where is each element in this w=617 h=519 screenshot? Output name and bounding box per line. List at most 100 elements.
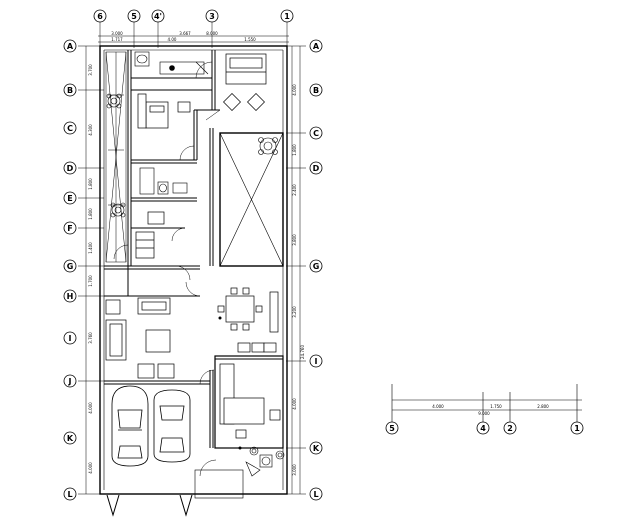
car-icon-2	[153, 389, 191, 463]
plant-icon-2	[110, 202, 126, 218]
grid-bubble-I-right: I	[309, 354, 323, 368]
bedroom-2-furniture	[137, 93, 191, 129]
svg-text:K: K	[313, 444, 320, 453]
svg-text:G: G	[67, 262, 74, 271]
desk-chair-icon	[177, 101, 191, 113]
grid-bubble-L-left: L	[63, 487, 77, 501]
svg-text:3.000: 3.000	[111, 31, 123, 36]
svg-text:2.800: 2.800	[537, 404, 549, 409]
svg-text:4.300: 4.300	[88, 124, 93, 136]
svg-text:F: F	[67, 224, 72, 233]
svg-text:4.000: 4.000	[292, 84, 297, 96]
grid-bubble-3: 3	[205, 9, 219, 23]
svg-text:3.667: 3.667	[179, 31, 191, 36]
svg-text:B: B	[313, 86, 319, 95]
side-table	[105, 299, 121, 315]
svg-text:1.400: 1.400	[88, 242, 93, 254]
grid-bubble-J-left: J	[63, 374, 77, 388]
svg-text:3.000: 3.000	[292, 464, 297, 476]
washer-icon	[135, 231, 155, 259]
svg-text:3.200: 3.200	[292, 306, 297, 318]
sideboard	[269, 291, 279, 333]
living-room-furniture	[105, 297, 175, 379]
garden-pavers	[245, 454, 273, 477]
svg-text:6: 6	[97, 12, 103, 21]
svg-text:I: I	[69, 334, 72, 343]
svg-text:1.750: 1.750	[490, 404, 502, 409]
svg-text:2: 2	[507, 424, 513, 433]
svg-text:3.760: 3.760	[88, 332, 93, 344]
armchairs-icon	[223, 93, 265, 111]
svg-text:5: 5	[131, 12, 137, 21]
grid-bubble-5: 5	[127, 9, 141, 23]
grid-bubble-1: 1	[280, 9, 294, 23]
svg-text:4.000: 4.000	[432, 404, 444, 409]
grid-bubble-G-right: G	[309, 259, 323, 273]
svg-text:L: L	[67, 490, 72, 499]
svg-text:B: B	[67, 86, 73, 95]
right-grid-bubbles: A B C D G I K L	[309, 39, 323, 501]
grid-bubble-K-right: K	[309, 441, 323, 455]
level-markers	[170, 66, 242, 450]
svg-text:1: 1	[284, 12, 290, 21]
svg-text:1.550: 1.550	[244, 37, 256, 42]
svg-text:5: 5	[389, 424, 395, 433]
detail-dimension-chain	[391, 384, 582, 422]
plant-icon-5	[275, 450, 285, 460]
svg-text:E: E	[67, 194, 72, 203]
grid-bubble-H-left: H	[63, 289, 77, 303]
sink-counter	[159, 61, 205, 75]
bathroom-fixtures-top	[134, 51, 209, 75]
laundry-fixtures	[135, 211, 165, 259]
top-dimension-labels: 3.000 3.667 8.000 1.717 4.00 1.550	[111, 31, 256, 42]
svg-text:4.000: 4.000	[292, 398, 297, 410]
plant-icon-3	[258, 137, 278, 155]
detail-bubble-2: 2	[503, 421, 517, 435]
coffee-table	[145, 329, 171, 353]
svg-text:1: 1	[574, 424, 580, 433]
svg-text:8.000: 8.000	[206, 31, 218, 36]
grid-bubble-F-left: F	[63, 221, 77, 235]
detail-grid-bubbles: 5 4 2 1	[385, 421, 584, 435]
garage-cars	[111, 385, 191, 467]
plant-icons	[106, 93, 285, 460]
plant-icon-4	[249, 446, 259, 456]
car-icon-1	[111, 385, 149, 467]
stairs	[105, 51, 127, 263]
bathroom-2-fixtures	[139, 167, 188, 195]
svg-text:1.800: 1.800	[292, 144, 297, 156]
grid-bubble-C-right: C	[309, 126, 323, 140]
svg-text:H: H	[67, 292, 74, 301]
svg-text:4.00: 4.00	[168, 37, 177, 42]
plant-icon-1	[106, 93, 122, 109]
svg-text:4.000: 4.000	[88, 462, 93, 474]
kitchen-island	[223, 397, 265, 425]
svg-text:D: D	[67, 164, 74, 173]
grid-bubble-A-left: A	[63, 39, 77, 53]
svg-text:1.800: 1.800	[88, 208, 93, 220]
interior-walls	[104, 50, 284, 449]
detail-bubble-1: 1	[570, 421, 584, 435]
grid-bubble-B-left: B	[63, 83, 77, 97]
svg-text:1.800: 1.800	[88, 178, 93, 190]
svg-text:3.700: 3.700	[88, 64, 93, 76]
top-grid-bubbles: 6 5 4' 3 1	[93, 9, 294, 23]
grid-bubble-I-left: I	[63, 331, 77, 345]
svg-text:4: 4	[480, 424, 486, 433]
detail-bubble-5: 5	[385, 421, 399, 435]
svg-text:D: D	[313, 164, 320, 173]
armchair-icon-2	[157, 363, 175, 379]
right-dimension-labels: 4.000 1.800 2.400 3.800 3.200 4.000 3.00…	[292, 84, 305, 476]
grid-bubble-D-right: D	[309, 161, 323, 175]
grid-bubble-L-right: L	[309, 487, 323, 501]
svg-text:C: C	[313, 129, 319, 138]
grid-bubble-4-prime: 4'	[151, 9, 165, 23]
left-dimension-labels: 3.700 4.300 1.800 1.800 1.400 1.700 3.76…	[88, 64, 93, 474]
detail-bubble-4: 4	[476, 421, 490, 435]
svg-text:1.717: 1.717	[111, 37, 123, 42]
entry-markers	[106, 469, 244, 517]
grid-bubble-B-right: B	[309, 83, 323, 97]
svg-text:I: I	[315, 357, 318, 366]
grid-bubble-K-left: K	[63, 431, 77, 445]
